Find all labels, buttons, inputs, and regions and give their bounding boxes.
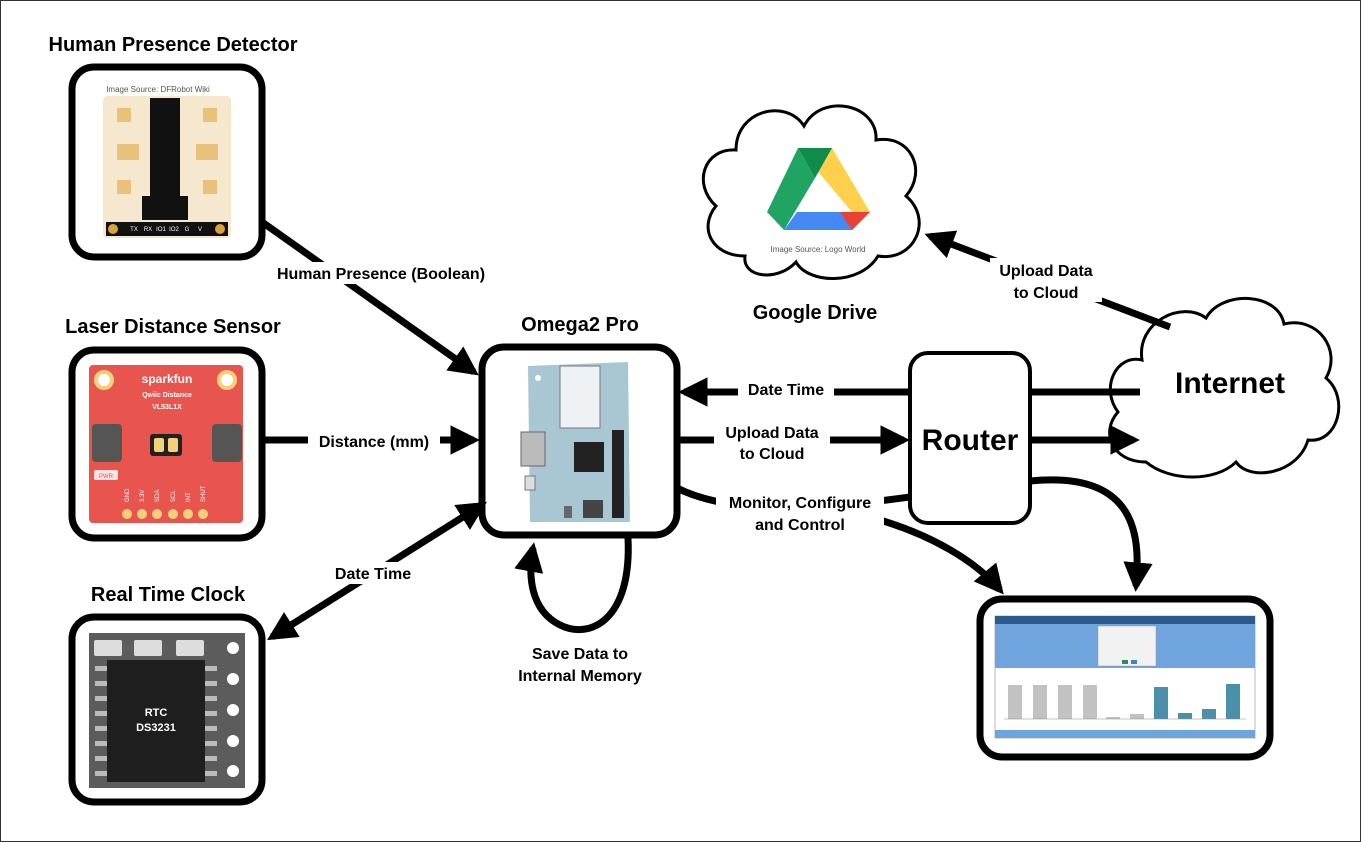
label-rtc-date-time: Date Time xyxy=(335,566,411,583)
sparkfun-logo-text: sparkfun xyxy=(142,372,193,386)
dashboard-chart xyxy=(1004,684,1246,720)
model-label: VL53L1X xyxy=(152,404,182,411)
svg-text:G: G xyxy=(185,227,190,233)
laser-pin-labels: GND 3.3V SDA SCL INT SHUT xyxy=(125,485,207,502)
label-human-presence: Human Presence (Boolean) xyxy=(277,266,485,283)
label-save-data-line1: Save Data to xyxy=(532,646,628,663)
svg-text:INT: INT xyxy=(186,492,192,502)
svg-text:IO2: IO2 xyxy=(169,227,179,233)
router-label: Router xyxy=(922,424,1019,457)
rtc-chip-line2: DS3231 xyxy=(136,722,176,734)
title-google-drive: Google Drive xyxy=(753,302,877,324)
label-upload-line2: to Cloud xyxy=(740,446,805,463)
arrow-monitor-to-dashboard xyxy=(878,516,1004,595)
internet-cloud: Internet xyxy=(1108,296,1341,479)
label-router-date-time: Date Time xyxy=(748,382,824,399)
arrow-router-to-dashboard xyxy=(1029,476,1153,592)
label-monitor-line1: Monitor, Configure xyxy=(729,495,871,512)
svg-text:SCL: SCL xyxy=(171,490,177,502)
title-human-presence-detector: Human Presence Detector xyxy=(49,34,298,56)
image-source-logo-world: Image Source: Logo World xyxy=(770,245,865,254)
router: Router xyxy=(908,351,1032,525)
dashboard-screen xyxy=(976,595,1274,761)
image-source-dfrobot: Image Source: DFRobot Wiki xyxy=(106,85,210,94)
arrow-save-data xyxy=(514,537,632,633)
svg-text:TX: TX xyxy=(130,227,138,233)
label-cloud-upload-line2: to Cloud xyxy=(1014,285,1079,302)
qwiic-label: Qwiic Distance xyxy=(142,392,192,399)
google-drive-cloud: Image Source: Logo World xyxy=(701,104,921,280)
label-distance: Distance (mm) xyxy=(319,434,429,451)
google-drive-icon xyxy=(767,148,870,230)
omega2-pro xyxy=(478,343,681,539)
label-save-data-line2: Internal Memory xyxy=(518,668,642,685)
svg-text:GND: GND xyxy=(125,488,131,502)
internet-label: Internet xyxy=(1175,367,1285,400)
svg-text:SDA: SDA xyxy=(155,490,161,502)
svg-text:SHUT: SHUT xyxy=(201,485,207,502)
human-presence-detector: Image Source: DFRobot Wiki TX RX IO1 IO2… xyxy=(68,63,266,261)
real-time-clock: RTC DS3231 xyxy=(68,613,266,806)
svg-text:V: V xyxy=(198,227,202,233)
label-upload-line1: Upload Data xyxy=(725,425,818,442)
rtc-chip xyxy=(107,660,205,782)
title-omega2-pro: Omega2 Pro xyxy=(521,314,639,336)
arrow-human-presence xyxy=(259,219,479,376)
title-real-time-clock: Real Time Clock xyxy=(91,584,246,606)
laser-distance-sensor: sparkfun Qwiic Distance VL53L1X PWR GND … xyxy=(68,346,266,542)
label-monitor-line2: and Control xyxy=(755,517,845,534)
label-cloud-upload-line1: Upload Data xyxy=(999,263,1092,280)
svg-text:3.3V: 3.3V xyxy=(140,490,146,502)
rtc-chip-line1: RTC xyxy=(145,707,168,719)
title-laser-distance-sensor: Laser Distance Sensor xyxy=(65,316,281,338)
radar-pin-labels: TX RX IO1 IO2 G V xyxy=(130,227,202,233)
svg-text:IO1: IO1 xyxy=(156,227,166,233)
edge-labels: Human Presence (Boolean) Distance (mm) D… xyxy=(262,258,1102,685)
pwr-label: PWR xyxy=(99,474,114,480)
svg-text:RX: RX xyxy=(144,227,152,233)
